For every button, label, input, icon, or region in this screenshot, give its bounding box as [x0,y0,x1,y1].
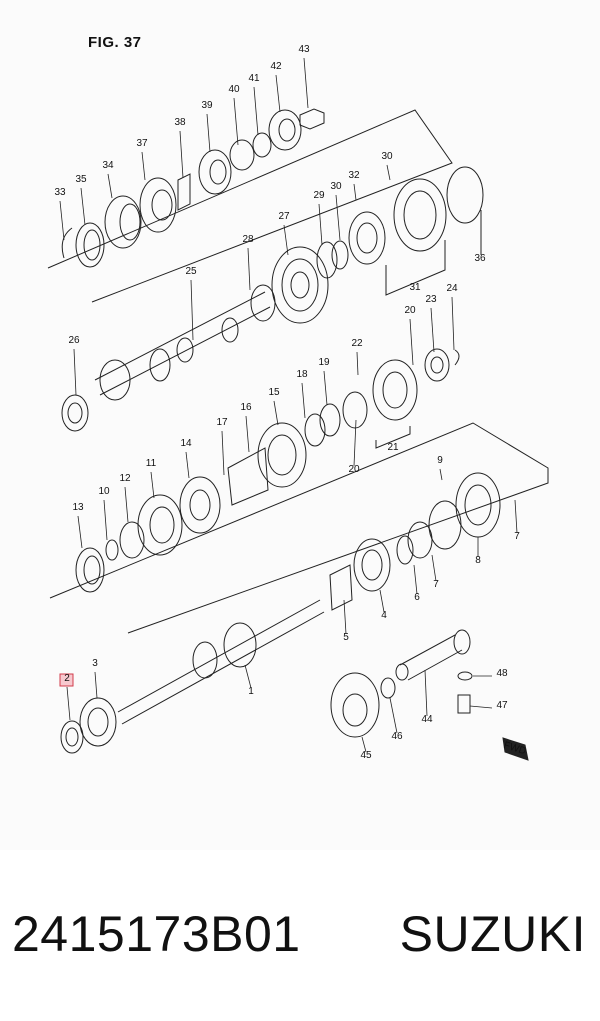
callout-4: 4 [381,610,387,621]
callout-47: 47 [496,700,508,711]
callout-28: 28 [242,234,254,245]
callout-34: 34 [102,160,114,171]
callout-39: 39 [201,100,213,111]
callout-38: 38 [174,117,186,128]
callout-22: 22 [351,338,363,349]
callout-40: 40 [228,84,240,95]
callout-9: 9 [437,455,443,466]
callout-20: 20 [348,464,360,475]
mainshaft-group [60,472,529,761]
callout-45: 45 [360,750,372,761]
part-number: 2415173B01 [12,906,301,962]
callout-31: 31 [409,282,421,293]
leader-lines [59,57,518,753]
callout-3: 3 [92,658,98,669]
callout-14: 14 [180,438,192,449]
callout-17: 17 [216,417,228,428]
callout-13: 13 [72,502,84,513]
callout-27: 27 [278,211,290,222]
brand-name: SUZUKI [399,906,586,962]
callout-8: 8 [475,555,481,566]
callout-25: 25 [185,266,197,277]
callout-6: 6 [414,592,420,603]
callout-29: 29 [313,190,325,201]
exploded-view-drawing: 4342414039383734333530323029272836312524… [47,44,549,761]
callout-21: 21 [387,442,399,453]
callout-30: 30 [381,151,393,162]
callout-36: 36 [474,253,486,264]
callout-2: 2 [64,673,70,684]
callout-15: 15 [268,387,280,398]
callout-18: 18 [296,369,308,380]
callout-11: 11 [146,458,157,469]
parts-diagram: FIG. 37 [47,34,549,761]
callout-44: 44 [421,714,433,725]
callout-19: 19 [318,357,330,368]
callout-41: 41 [248,73,260,84]
callout-42: 42 [270,61,282,72]
highlighted-callout-box [59,673,74,687]
countershaft-group [61,108,484,432]
gear-group-middle [75,348,460,593]
callout-37: 37 [136,138,148,149]
callout-24: 24 [446,283,458,294]
callout-1: 1 [248,686,254,697]
callout-33: 33 [54,187,66,198]
callout-12: 12 [119,473,131,484]
callout-35: 35 [75,174,87,185]
caption-bar [0,850,600,1021]
callout-labels: 4342414039383734333530323029272836312524… [54,44,527,761]
callout-7: 7 [433,579,439,590]
callout-7: 7 [514,531,520,542]
callout-23: 23 [425,294,437,305]
mainshaft-section-frame [49,422,549,634]
callout-26: 26 [68,335,80,346]
callout-5: 5 [343,632,349,643]
callout-30: 30 [330,181,342,192]
callout-48: 48 [496,668,508,679]
countershaft-section-frame [47,109,453,303]
callout-16: 16 [240,402,252,413]
callout-10: 10 [98,486,110,497]
callout-46: 46 [391,731,403,742]
callout-32: 32 [348,170,360,181]
figure-title: FIG. 37 [88,34,142,51]
callout-43: 43 [298,44,310,55]
callout-20: 20 [404,305,416,316]
